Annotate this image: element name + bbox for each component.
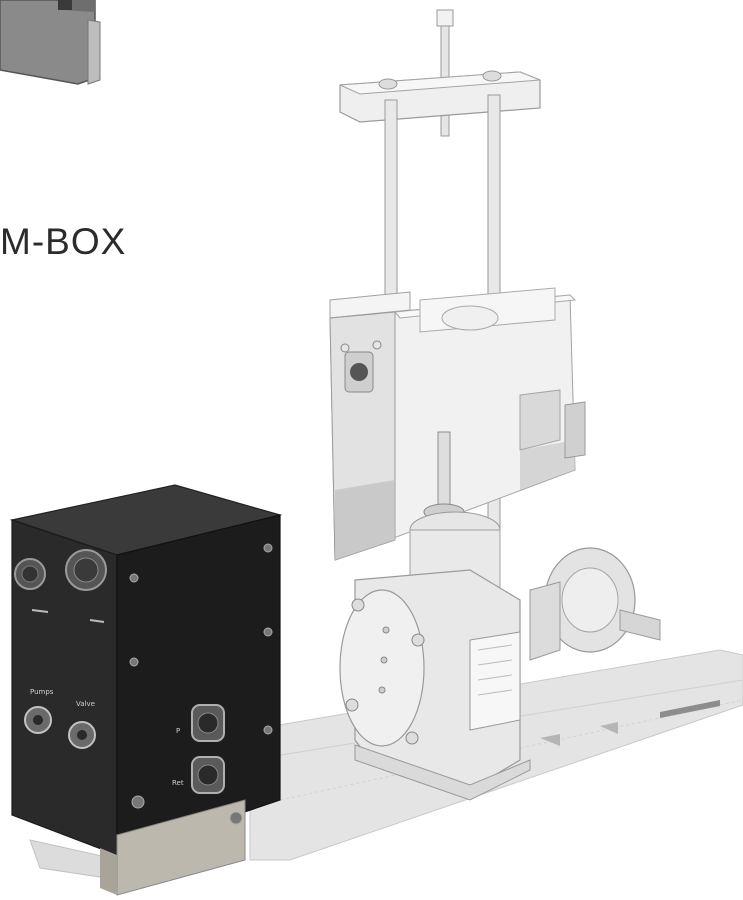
connector-label-valve: Valve [76,700,95,708]
connector-label-pumps: Pumps [30,688,54,696]
fitting-label-p: P [176,727,180,735]
valve-actuator-assembly [329,9,661,801]
partial-enclosure-topleft [0,0,101,85]
fitting-label-ret: Ret [172,779,184,787]
m-box-unit: Pumps Valve P Ret [9,484,283,896]
m-box-label: M-BOX [0,221,127,262]
